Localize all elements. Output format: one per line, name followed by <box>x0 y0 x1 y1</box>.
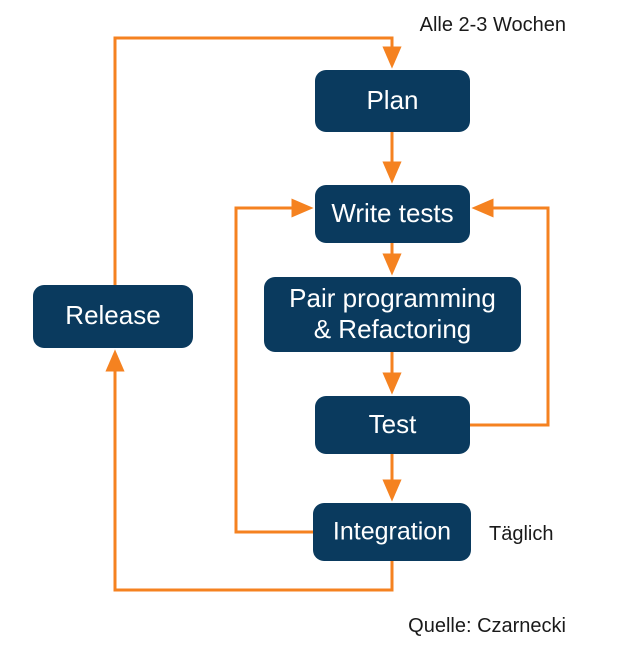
node-integration-label: Integration <box>333 518 451 546</box>
node-pair-programming[interactable]: Pair programming & Refactoring <box>264 277 521 352</box>
node-plan-box[interactable] <box>315 70 470 132</box>
node-integration-box[interactable] <box>313 503 471 561</box>
edge-test-back-to-write-tests <box>470 198 550 427</box>
node-write-tests[interactable]: Write tests <box>315 185 470 243</box>
annotation-source: Quelle: Czarnecki <box>408 615 566 637</box>
node-plan[interactable]: Plan <box>315 70 470 132</box>
node-write-tests-label: Write tests <box>331 198 453 228</box>
annotation-cadence-daily: Täglich <box>489 523 553 545</box>
node-test[interactable]: Test <box>315 396 470 454</box>
node-plan-label: Plan <box>366 85 418 115</box>
node-test-label: Test <box>369 409 417 439</box>
node-release-label: Release <box>65 300 160 330</box>
node-integration[interactable]: Integration <box>313 503 471 561</box>
node-release-box[interactable] <box>33 285 193 348</box>
edge-integration-to-release <box>105 349 394 592</box>
edge-release-to-plan <box>113 36 402 316</box>
node-pair-programming-label-line1: Pair programming <box>289 283 496 313</box>
node-write-tests-box[interactable] <box>315 185 470 243</box>
node-pair-programming-box[interactable] <box>264 277 521 352</box>
node-test-box[interactable] <box>315 396 470 454</box>
node-pair-programming-label-line2: & Refactoring <box>314 314 472 344</box>
edge-integration-back-to-write-tests <box>234 198 314 534</box>
node-release[interactable]: Release <box>33 285 193 348</box>
annotation-cadence-top: Alle 2-3 Wochen <box>420 14 566 36</box>
